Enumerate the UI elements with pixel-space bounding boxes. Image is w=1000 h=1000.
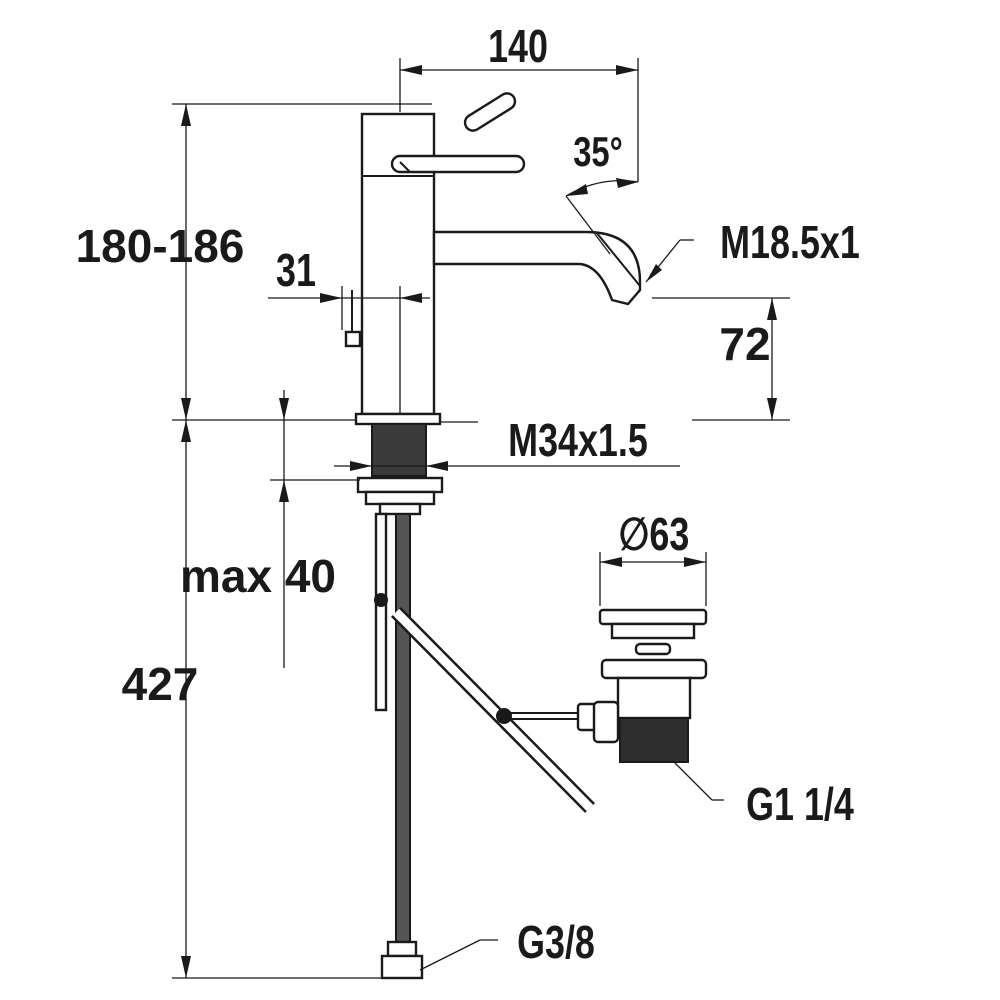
dim-g114: G1 1/4 [671,759,854,830]
dim-427: 427 [122,419,400,979]
dim-140-label: 140 [488,21,548,72]
dim-72-label: 72 [719,318,770,370]
dim-g114-label: G1 1/4 [746,779,854,830]
dim-35-angle: 35° [565,128,639,255]
dim-d63-label: ∅63 [619,509,690,560]
dim-m18-label: M18.5x1 [720,217,860,268]
dim-180-186-label: 180-186 [76,220,245,272]
dim-max40-label: max 40 [180,550,336,602]
dim-140: 140 [399,21,639,182]
faucet-base [354,412,444,516]
dim-g38-label: G3/8 [517,917,595,968]
dim-31-label: 31 [276,245,316,296]
dim-180-186: 180-186 [76,103,432,420]
dim-g38: G3/8 [419,917,595,971]
dim-35-label: 35° [573,128,623,175]
dim-d63: ∅63 [599,509,707,606]
supply-hose [374,512,595,980]
dim-m34-label: M34x1.5 [508,415,648,466]
dim-m18: M18.5x1 [645,217,860,283]
dim-max40: max 40 [180,390,360,668]
dim-31: 31 [268,245,430,414]
spout [432,230,642,306]
faucet-body [344,92,526,416]
dim-m34: M34x1.5 [334,415,680,471]
waste-drain [496,608,708,763]
dim-72: 72 [652,297,790,421]
dim-427-label: 427 [122,658,199,710]
